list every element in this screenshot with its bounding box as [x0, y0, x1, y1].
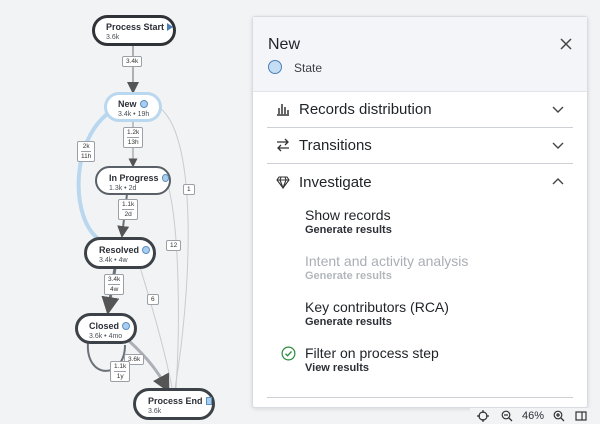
node-process-end[interactable]: Process End 3.6k	[133, 388, 215, 420]
edge-count: 1.2k	[127, 129, 140, 136]
edge-count: 3.4k	[108, 276, 121, 283]
node-label: Closed	[89, 321, 120, 331]
generate-results-link[interactable]: Generate results	[305, 224, 392, 236]
panel-bottom-divider	[267, 397, 573, 398]
diamond-icon	[275, 174, 291, 190]
node-label: New	[118, 99, 137, 109]
edge-label-resolved-end[interactable]: 6	[147, 294, 159, 305]
edge-closed-loop	[86, 341, 126, 372]
fit-view-icon[interactable]	[476, 409, 490, 423]
edge-label-closed-end[interactable]: 3.6k	[124, 354, 145, 365]
section-label: Transitions	[299, 136, 372, 154]
investigate-intent-analysis: Intent and activity analysis Generate re…	[305, 253, 468, 282]
node-label: Process Start	[106, 22, 165, 32]
edge-count: 1.1k	[122, 201, 135, 208]
section-label: Records distribution	[299, 100, 432, 118]
play-icon	[167, 23, 174, 31]
section-transitions[interactable]: Transitions	[267, 127, 573, 164]
edge-closed-end	[126, 338, 170, 393]
node-stat: 3.6k • 4mo	[89, 333, 123, 340]
state-dot-icon	[122, 322, 131, 330]
item-title: Show records	[305, 207, 391, 223]
edge-inprogress-end	[167, 184, 179, 389]
zoom-toolbar: 46%	[470, 408, 600, 424]
generate-results-link-disabled: Generate results	[305, 270, 392, 282]
state-dot-icon	[142, 246, 151, 254]
item-title: Intent and activity analysis	[305, 253, 469, 269]
node-new[interactable]: New 3.4k • 19h	[104, 92, 162, 122]
node-process-start[interactable]: Process Start 3.6k	[92, 15, 176, 46]
edge-label-inprogress-end[interactable]: 12	[166, 240, 182, 251]
node-stat: 3.6k	[106, 34, 120, 41]
edge-label-new-end[interactable]: 1	[183, 184, 195, 195]
edge-time: 2d	[122, 209, 135, 219]
state-label: State	[294, 61, 323, 75]
end-square-icon	[205, 397, 212, 405]
edge-count: 1.1k	[114, 363, 127, 370]
node-label: In Progress	[109, 173, 159, 183]
node-stat: 3.4k • 19h	[118, 111, 150, 118]
panel-title: New	[268, 36, 301, 53]
investigate-key-contributors: Key contributors (RCA) Generate results	[305, 299, 449, 328]
swap-arrows-icon	[275, 137, 291, 153]
zoom-level: 46%	[522, 410, 545, 422]
view-results-link[interactable]: View results	[305, 362, 369, 374]
chevron-up-icon	[552, 178, 564, 185]
node-stat: 1.3k • 2d	[109, 185, 137, 192]
edge-label-closed-loop[interactable]: 1.1k 1y	[110, 361, 131, 382]
state-circle-icon	[268, 60, 282, 74]
section-label: Investigate	[299, 173, 372, 191]
zoom-in-icon[interactable]	[552, 409, 566, 423]
edge-count: 2k	[82, 143, 90, 150]
edge-time: 11h	[81, 151, 92, 160]
item-title: Key contributors (RCA)	[305, 299, 449, 315]
sidebar-toggle-icon[interactable]	[574, 409, 588, 423]
node-closed[interactable]: Closed 3.6k • 4mo	[75, 313, 137, 344]
section-investigate[interactable]: Investigate	[267, 164, 573, 200]
edge-label-inprogress-resolved[interactable]: 1.1k 2d	[118, 199, 139, 220]
check-circle-icon	[281, 346, 296, 361]
edge-new-end	[159, 107, 189, 389]
node-label: Process End	[148, 396, 203, 406]
node-in-progress[interactable]: In Progress 1.3k • 2d	[95, 166, 171, 195]
investigate-filter-process-step: Filter on process step View results	[305, 345, 439, 374]
node-label: Resolved	[99, 245, 140, 255]
section-records-distribution[interactable]: Records distribution	[267, 91, 573, 128]
edge-label-new-inprogress[interactable]: 1.2k 13h	[123, 127, 144, 148]
chevron-down-icon	[552, 142, 564, 149]
node-stat: 3.6k	[148, 408, 162, 415]
investigate-show-records: Show records Generate results	[305, 207, 392, 236]
edge-time: 13h	[127, 137, 140, 146]
node-stat: 3.4k • 4w	[99, 257, 128, 264]
edge-time: 4w	[108, 284, 121, 293]
edge-label-new-resolved[interactable]: 2k 11h	[77, 141, 96, 162]
edge-time: 1y	[114, 371, 127, 381]
edge-label-start-new[interactable]: 3.4k	[122, 56, 143, 67]
zoom-out-icon[interactable]	[500, 409, 514, 423]
generate-results-link[interactable]: Generate results	[305, 316, 392, 328]
node-details-panel: New State Records distribution Transitio…	[252, 16, 588, 408]
item-title: Filter on process step	[305, 345, 439, 361]
bar-chart-icon	[275, 101, 291, 117]
chevron-down-icon	[552, 106, 564, 113]
state-dot-icon	[139, 100, 148, 108]
node-resolved[interactable]: Resolved 3.4k • 4w	[84, 237, 156, 269]
edge-label-resolved-closed[interactable]: 3.4k 4w	[104, 274, 125, 295]
close-icon[interactable]	[559, 37, 573, 51]
state-dot-icon	[161, 174, 169, 182]
panel-header: New State	[253, 17, 587, 92]
edge-new-resolved	[76, 110, 112, 242]
